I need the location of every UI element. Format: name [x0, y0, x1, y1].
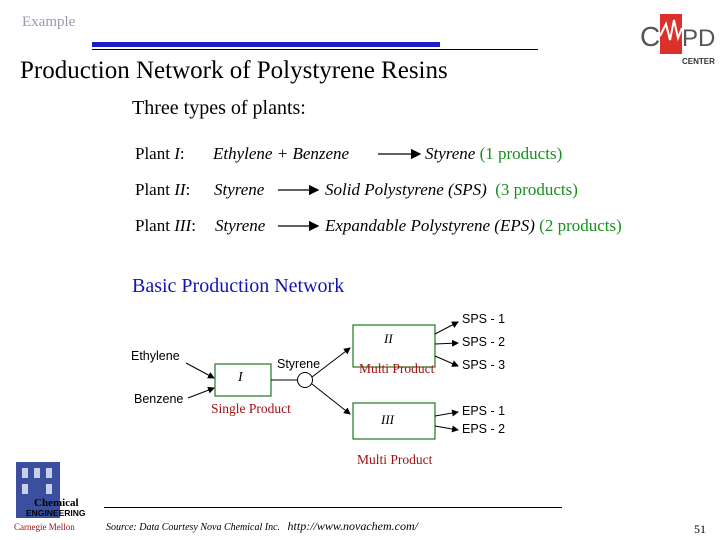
plant-iii-label: III — [381, 412, 394, 427]
header-rule — [92, 49, 538, 50]
plant-line-1: Plant I: — [135, 144, 185, 164]
sps-3-label: SPS - 3 — [462, 358, 506, 372]
ethylene-edge — [185, 362, 215, 379]
plant-ii-box — [352, 324, 436, 368]
multi-product-label-2: Multi Product — [357, 452, 433, 467]
plant-2-input: Styrene — [214, 180, 265, 199]
cmu-logo-engineering: ENGINEERING — [26, 508, 86, 518]
plant-name: Plant — [135, 144, 175, 163]
plant-count: (2 products) — [539, 216, 622, 235]
sps-2-edge — [434, 339, 459, 347]
plant-name: Plant — [135, 180, 175, 199]
sps-3-edge — [434, 355, 459, 367]
sps-1-edge — [434, 321, 459, 335]
plant-3-output: Expandable Polystyrene (EPS) (2 products… — [325, 216, 622, 236]
plant-count: (1 products) — [479, 144, 563, 163]
plant-output-text: Styrene — [425, 144, 476, 163]
plant-output-text: Solid Polystyrene (SPS) — [325, 180, 487, 199]
plant-iii-box — [352, 402, 436, 440]
plant-name: Plant — [135, 216, 175, 235]
styrene-to-iii-edge — [311, 383, 351, 415]
eps-1-edge — [434, 409, 459, 417]
benzene-edge — [187, 386, 215, 399]
capd-logo-letter-c: C — [640, 21, 660, 52]
cmu-logo-chemical: Chemical — [34, 497, 79, 509]
source-text: Source: Data Courtesy Nova Chemical Inc. — [106, 522, 281, 533]
subtitle: Three types of plants: — [132, 97, 306, 119]
plant-colon: : — [185, 180, 191, 199]
plant-colon: : — [191, 216, 196, 235]
plant-numeral: II — [174, 180, 186, 199]
plant-count: (3 products) — [495, 180, 578, 199]
plant-1-input: Ethylene + Benzene — [213, 144, 350, 163]
styrene-node — [297, 372, 313, 388]
ethylene-label: Ethylene — [131, 349, 180, 363]
capd-logo-line-icon — [659, 19, 683, 42]
eps-2-edge — [434, 425, 459, 433]
benzene-label: Benzene — [134, 392, 184, 406]
plant-i-label: I — [238, 370, 243, 385]
network-heading: Basic Production Network — [132, 275, 345, 297]
header-accent-bar — [92, 42, 440, 47]
plant-numeral: I — [174, 144, 180, 163]
plant-colon: : — [179, 144, 185, 163]
multi-product-label-1: Multi Product — [359, 361, 435, 376]
plant-line-2: Plant II: — [135, 180, 190, 200]
eps-1-label: EPS - 1 — [462, 404, 506, 418]
styrene-to-ii-edge — [311, 347, 351, 378]
sps-1-label: SPS - 1 — [462, 312, 506, 326]
page-title: Production Network of Polystyrene Resins — [20, 57, 448, 84]
plant-output-text: Expandable Polystyrene (EPS) — [325, 216, 535, 235]
plant-numeral: III — [174, 216, 192, 235]
plant-i-box — [214, 363, 272, 397]
cmu-chemical-engineering-logo: Chemical ENGINEERING Carnegie Mellon — [14, 462, 86, 532]
plant-line-3: Plant III: — [135, 216, 196, 236]
styrene-label: Styrene — [277, 357, 321, 371]
plant-1-output: Styrene (1 products) — [425, 144, 562, 164]
plant-ii-label: II — [384, 331, 393, 346]
capd-logo-letters-pd: PD — [682, 25, 715, 52]
plant-2-output: Solid Polystyrene (SPS) (3 products) — [325, 180, 578, 200]
page-number: 51 — [694, 522, 706, 536]
single-product-label: Single Product — [211, 401, 291, 416]
capd-logo-center: CENTER — [682, 57, 715, 66]
footer-rule — [104, 507, 562, 508]
cmu-logo-carnegie-mellon: Carnegie Mellon — [14, 522, 75, 532]
sps-2-label: SPS - 2 — [462, 335, 506, 349]
capd-logo: C PD CENTER — [640, 14, 715, 66]
plant-3-input: Styrene — [215, 216, 266, 235]
source-url-link[interactable]: http://www.novachem.com/ — [287, 519, 418, 533]
header-label: Example — [22, 14, 76, 30]
eps-2-label: EPS - 2 — [462, 422, 506, 436]
footer-source: Source: Data Courtesy Nova Chemical Inc.… — [106, 519, 418, 534]
